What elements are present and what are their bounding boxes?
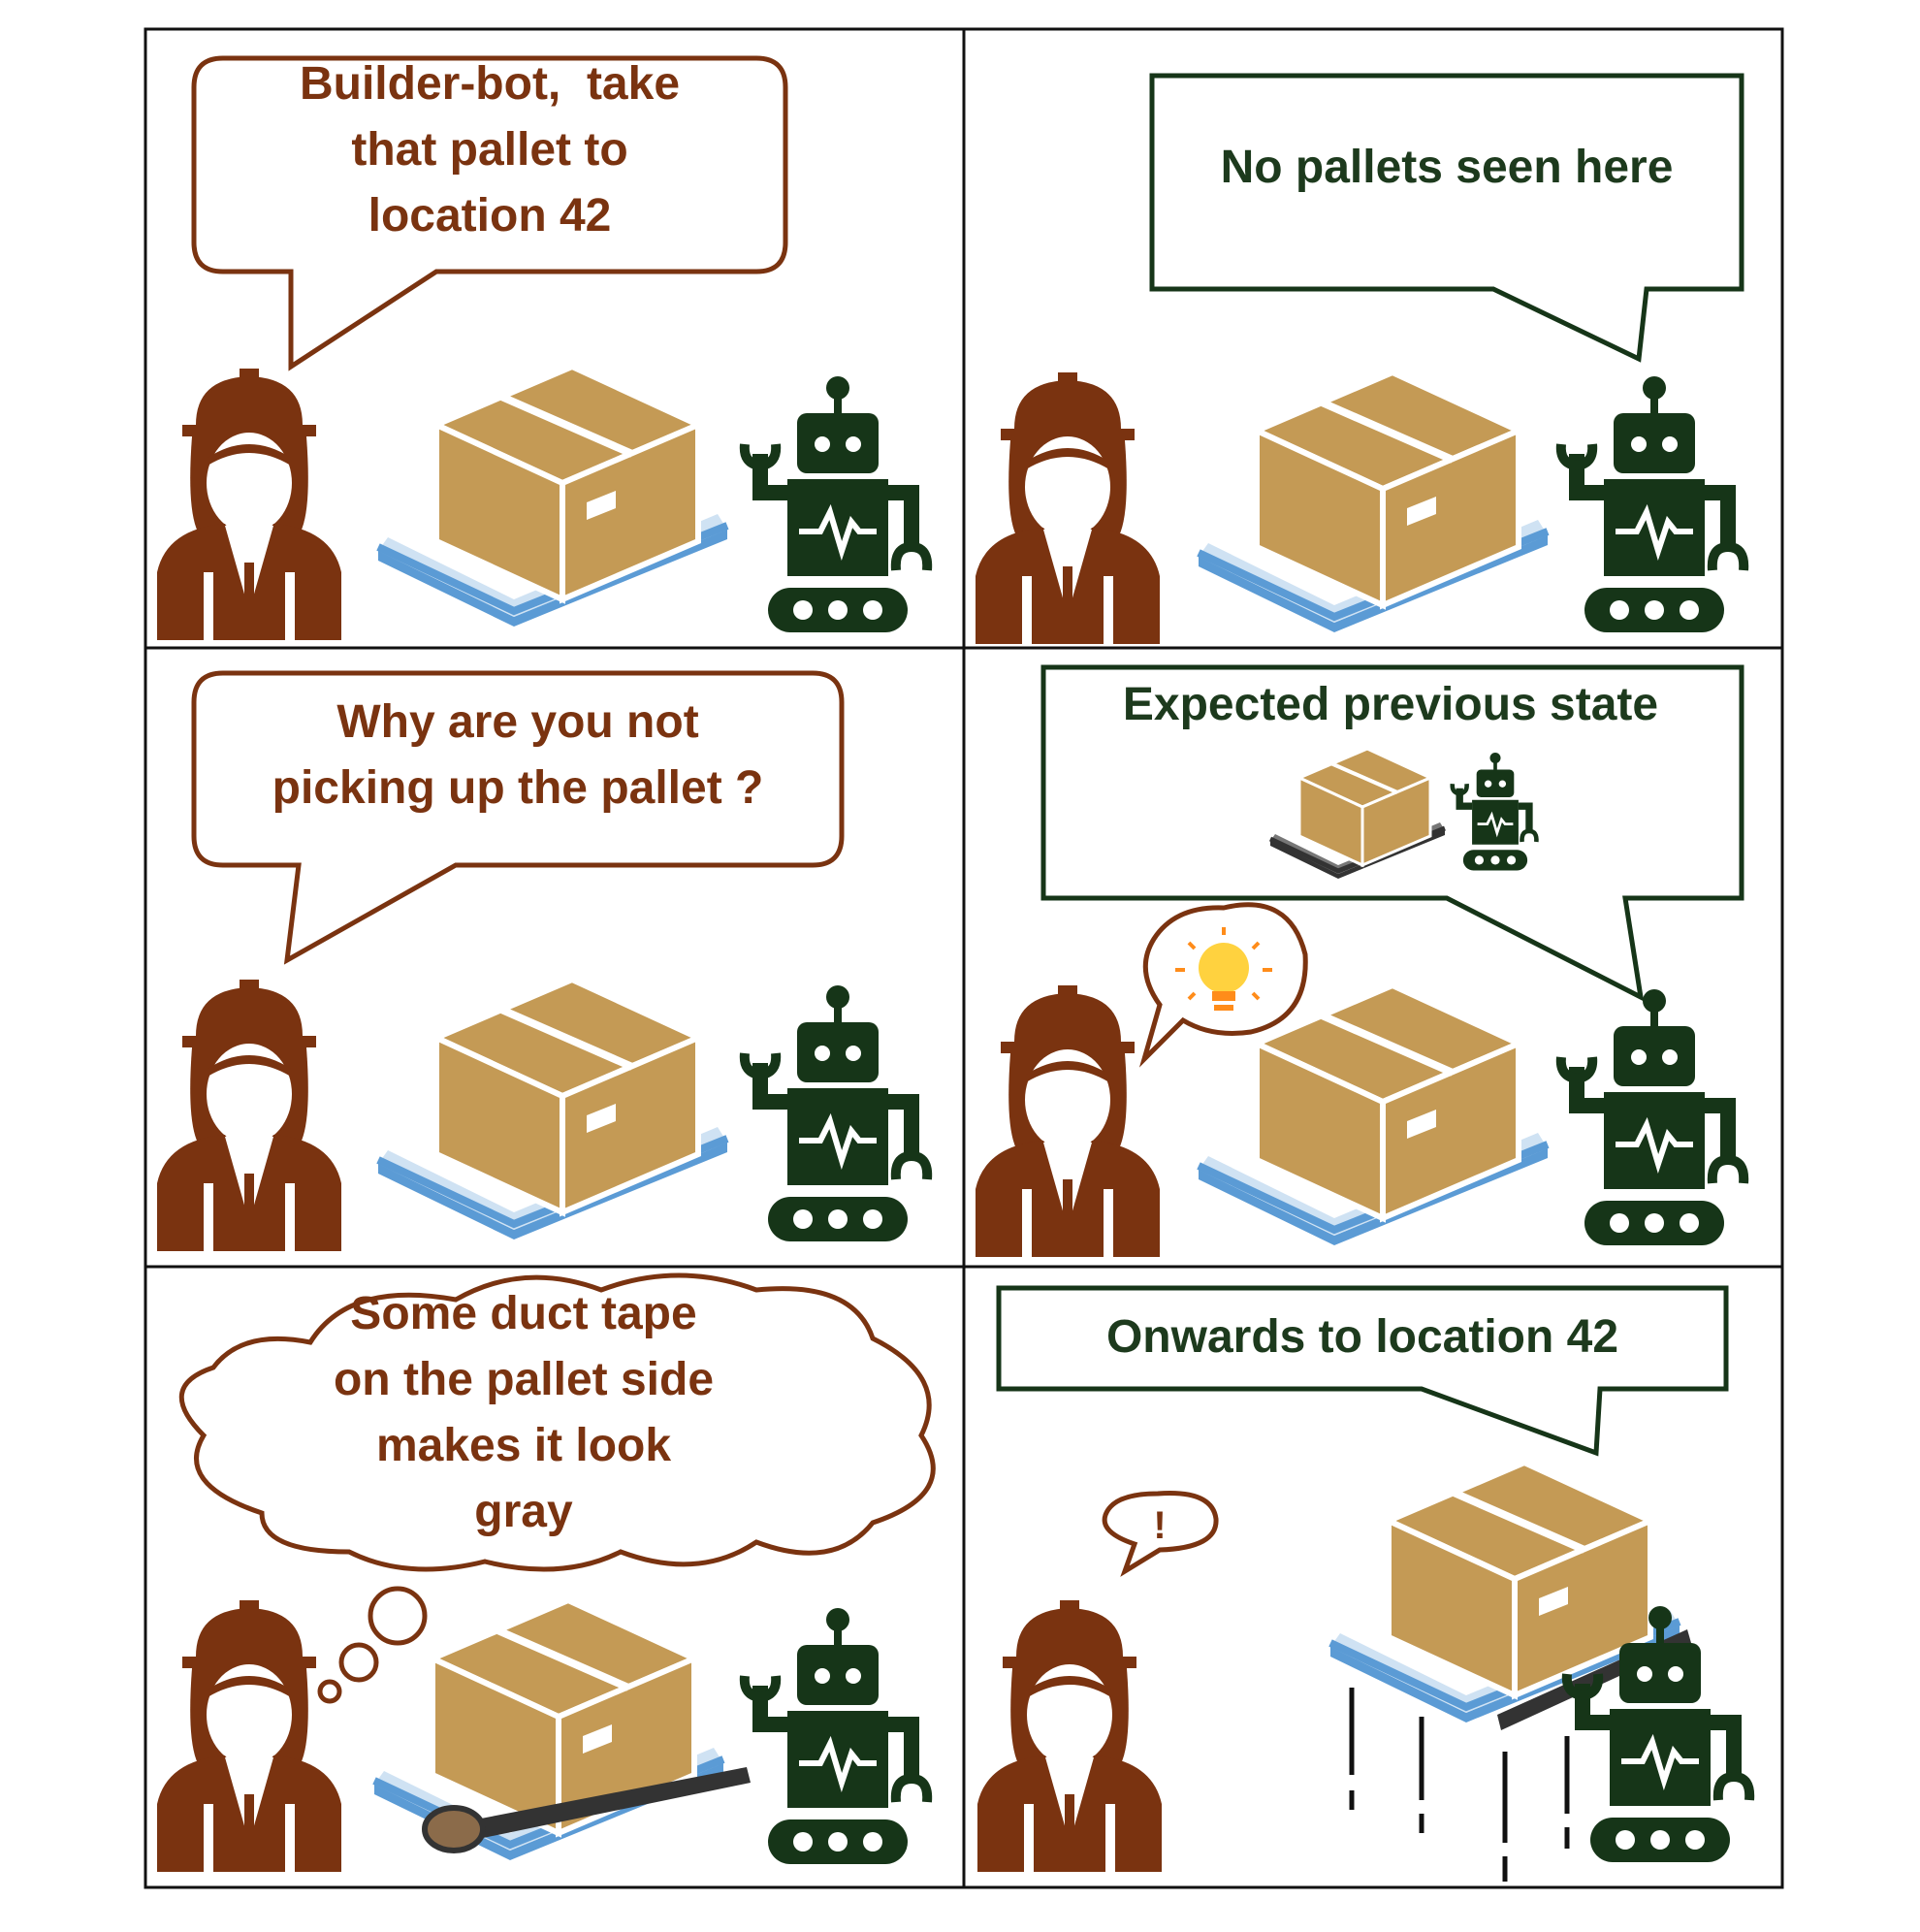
panel-1-text: Builder-bot, take that pallet to location … <box>300 58 680 242</box>
bubble-line: Builder-bot, take <box>300 58 680 110</box>
panel-5: Some duct tape on the pallet side makes it… <box>157 1272 936 1872</box>
worker-icon <box>976 372 1160 644</box>
worker-icon <box>157 1600 341 1872</box>
worker-icon <box>976 985 1160 1257</box>
duct-tape <box>456 1767 751 1843</box>
panel-5-text: Some duct tape on the pallet side makes it… <box>334 1288 714 1537</box>
panel-3: Why are you not picking up the pallet ? <box>157 670 927 1251</box>
thought-dot <box>338 1642 379 1683</box>
speech-bubble <box>191 55 788 371</box>
bubble-line: picking up the pallet ? <box>272 762 764 814</box>
speech-box <box>996 1285 1729 1457</box>
panel-6: Onwards to location 42 ! <box>977 1285 1749 1882</box>
worker-icon <box>157 980 341 1251</box>
panel-1: Builder-bot, take that pallet to location … <box>157 55 927 640</box>
bubble-line: makes it look <box>376 1420 671 1471</box>
robot-icon <box>1561 989 1744 1245</box>
bubble-line: Some duct tape <box>350 1288 696 1339</box>
panel-2-text: No pallets seen here <box>1221 142 1674 193</box>
tape-roll-icon <box>422 1805 486 1853</box>
bubble-line: Why are you not <box>336 696 698 748</box>
thought-dot <box>368 1586 428 1646</box>
thought-cloud <box>178 1272 936 1572</box>
thought-dot <box>317 1679 342 1704</box>
robot-icon <box>745 376 927 632</box>
box-on-pallet-icon <box>378 980 727 1240</box>
bubble-line: that pallet to <box>351 124 627 176</box>
bubble-line: on the pallet side <box>334 1354 714 1405</box>
exclamation-bubble <box>1102 1491 1219 1577</box>
box-on-pallet-icon <box>378 367 727 627</box>
motion-lines <box>1349 1688 1570 1882</box>
robot-icon <box>1561 376 1744 632</box>
panel-2: No pallets seen here <box>976 73 1744 644</box>
robot-icon <box>745 1608 927 1864</box>
bubble-line: Onwards to location 42 <box>1106 1311 1618 1363</box>
speech-bubble <box>191 670 845 965</box>
worker-icon <box>157 369 341 640</box>
panel-6-text: Onwards to location 42 <box>1106 1311 1618 1363</box>
bubble-line: No pallets seen here <box>1221 142 1674 193</box>
bubble-line: gray <box>474 1486 573 1537</box>
exclamation-mark: ! <box>1153 1504 1166 1547</box>
worker-icon <box>977 1600 1162 1872</box>
panel-4: Expected previous state <box>976 664 1744 1257</box>
bubble-line: location 42 <box>368 190 612 242</box>
panel-4-text: Expected previous state <box>1123 679 1658 730</box>
box-on-pallet-icon <box>1199 372 1548 632</box>
expected-state-thumbnail <box>1268 747 1446 879</box>
speech-box <box>1149 73 1744 363</box>
panel-3-text: Why are you not picking up the pallet ? <box>272 696 764 814</box>
lightbulb-icon <box>1175 927 1272 1011</box>
robot-icon <box>745 985 927 1241</box>
bubble-line: Expected previous state <box>1123 679 1658 730</box>
